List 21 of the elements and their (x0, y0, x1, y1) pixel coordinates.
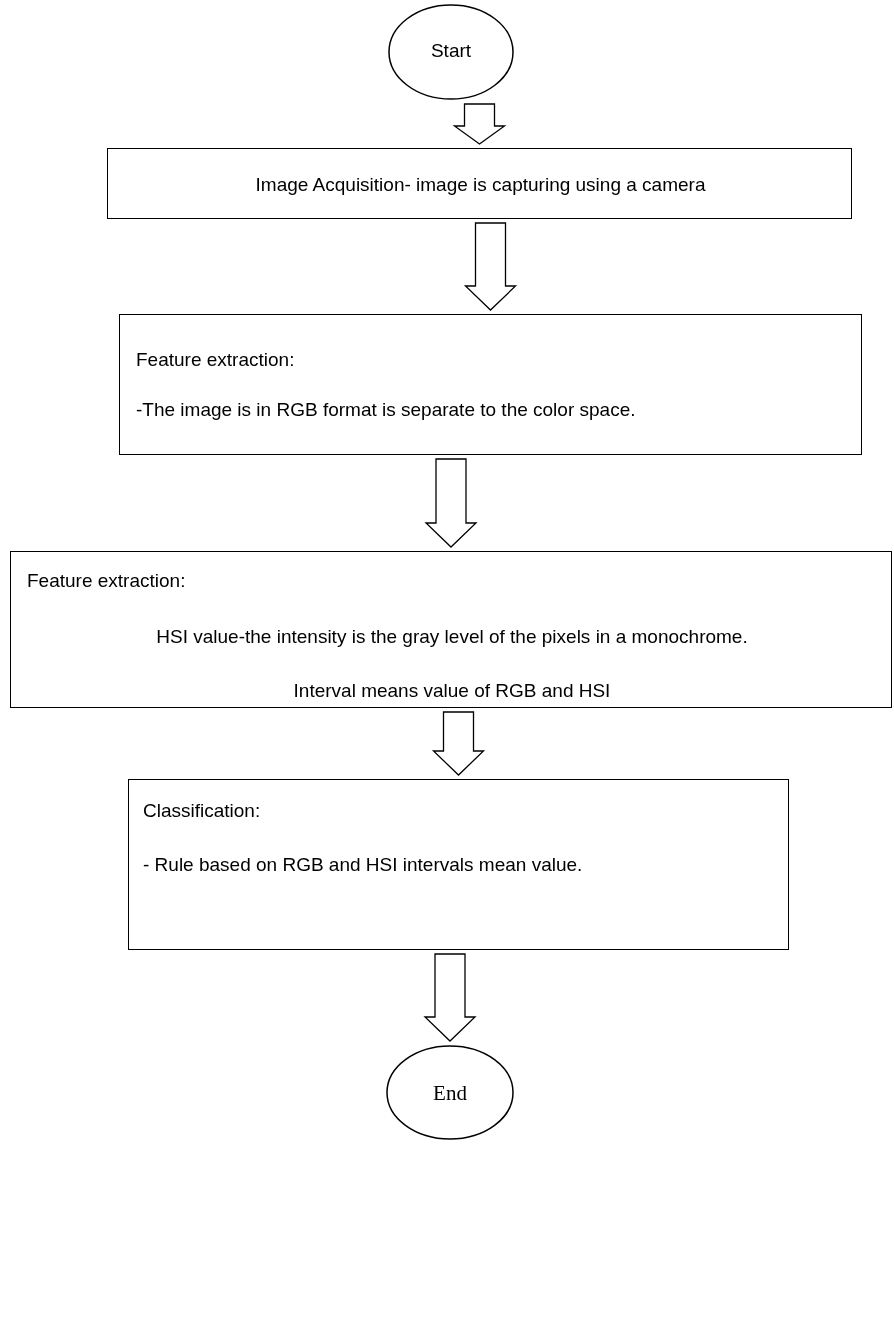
block-arrow (424, 458, 478, 548)
block-arrow (431, 711, 486, 776)
terminal-label: Start (429, 40, 473, 62)
box-text: -The image is in RGB format is separate to the color space. (136, 399, 636, 421)
box-text: Image Acquisition- image is capturing using a camera (254, 174, 707, 196)
box-heading: Feature extraction: (27, 570, 186, 592)
box-heading: Classification: (143, 800, 261, 822)
process-box (107, 148, 852, 219)
box-text: HSI value-the intensity is the gray level of the pixels in a monochrome. (155, 626, 749, 648)
box-text: Interval means value of RGB and HSI (292, 680, 612, 702)
box-text: - Rule based on RGB and HSI intervals mean value. (143, 854, 583, 876)
terminal-label: End (432, 1080, 468, 1106)
process-box (128, 779, 789, 950)
process-box (119, 314, 862, 455)
box-heading: Feature extraction: (136, 349, 295, 371)
process-box (10, 551, 892, 708)
terminal-ellipse (388, 4, 514, 100)
block-arrow (463, 222, 518, 311)
block-arrow (452, 103, 507, 145)
block-arrow (423, 953, 477, 1042)
terminal-ellipse (386, 1045, 514, 1140)
